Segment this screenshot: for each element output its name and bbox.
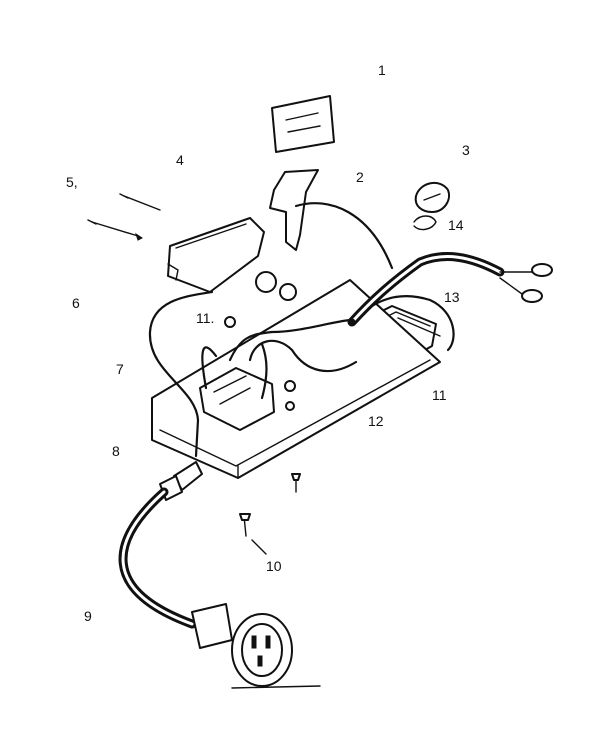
part-4-switch-housing <box>167 217 265 293</box>
part-5-screws <box>87 193 161 241</box>
part-11-screws <box>224 316 296 411</box>
callout-labels: 1 2 3 4 5, 6 7 8 9 10 11. 11 12 13 14 <box>66 62 470 624</box>
callout-10: 10 <box>266 558 282 574</box>
part-2-bracket <box>269 169 319 251</box>
callout-1: 1 <box>378 62 386 78</box>
part-10-screw <box>239 513 267 555</box>
callout-14: 14 <box>448 217 464 233</box>
callout-12: 12 <box>368 413 384 429</box>
part-13-lead-cord <box>347 252 553 327</box>
callout-7: 7 <box>116 361 124 377</box>
part-3-clip <box>414 181 450 213</box>
callout-11-right: 11 <box>432 387 447 403</box>
part-7-terminal-block <box>199 367 275 431</box>
callout-9: 9 <box>84 608 92 624</box>
part-12-base-plate <box>151 279 441 479</box>
base-screw <box>291 473 301 493</box>
part-9-power-cord <box>118 487 321 689</box>
callout-2: 2 <box>356 169 364 185</box>
grommet <box>255 271 297 301</box>
part-14-clip <box>413 215 437 231</box>
callout-6: 6 <box>72 295 80 311</box>
callout-8: 8 <box>112 443 120 459</box>
callout-3: 3 <box>462 142 470 158</box>
callout-13: 13 <box>444 289 460 305</box>
callout-4: 4 <box>176 152 184 168</box>
part-1-cover-plate <box>271 95 335 153</box>
internal-wiring <box>148 202 455 458</box>
callout-5: 5, <box>66 174 78 190</box>
callout-11-left: 11. <box>196 310 214 326</box>
